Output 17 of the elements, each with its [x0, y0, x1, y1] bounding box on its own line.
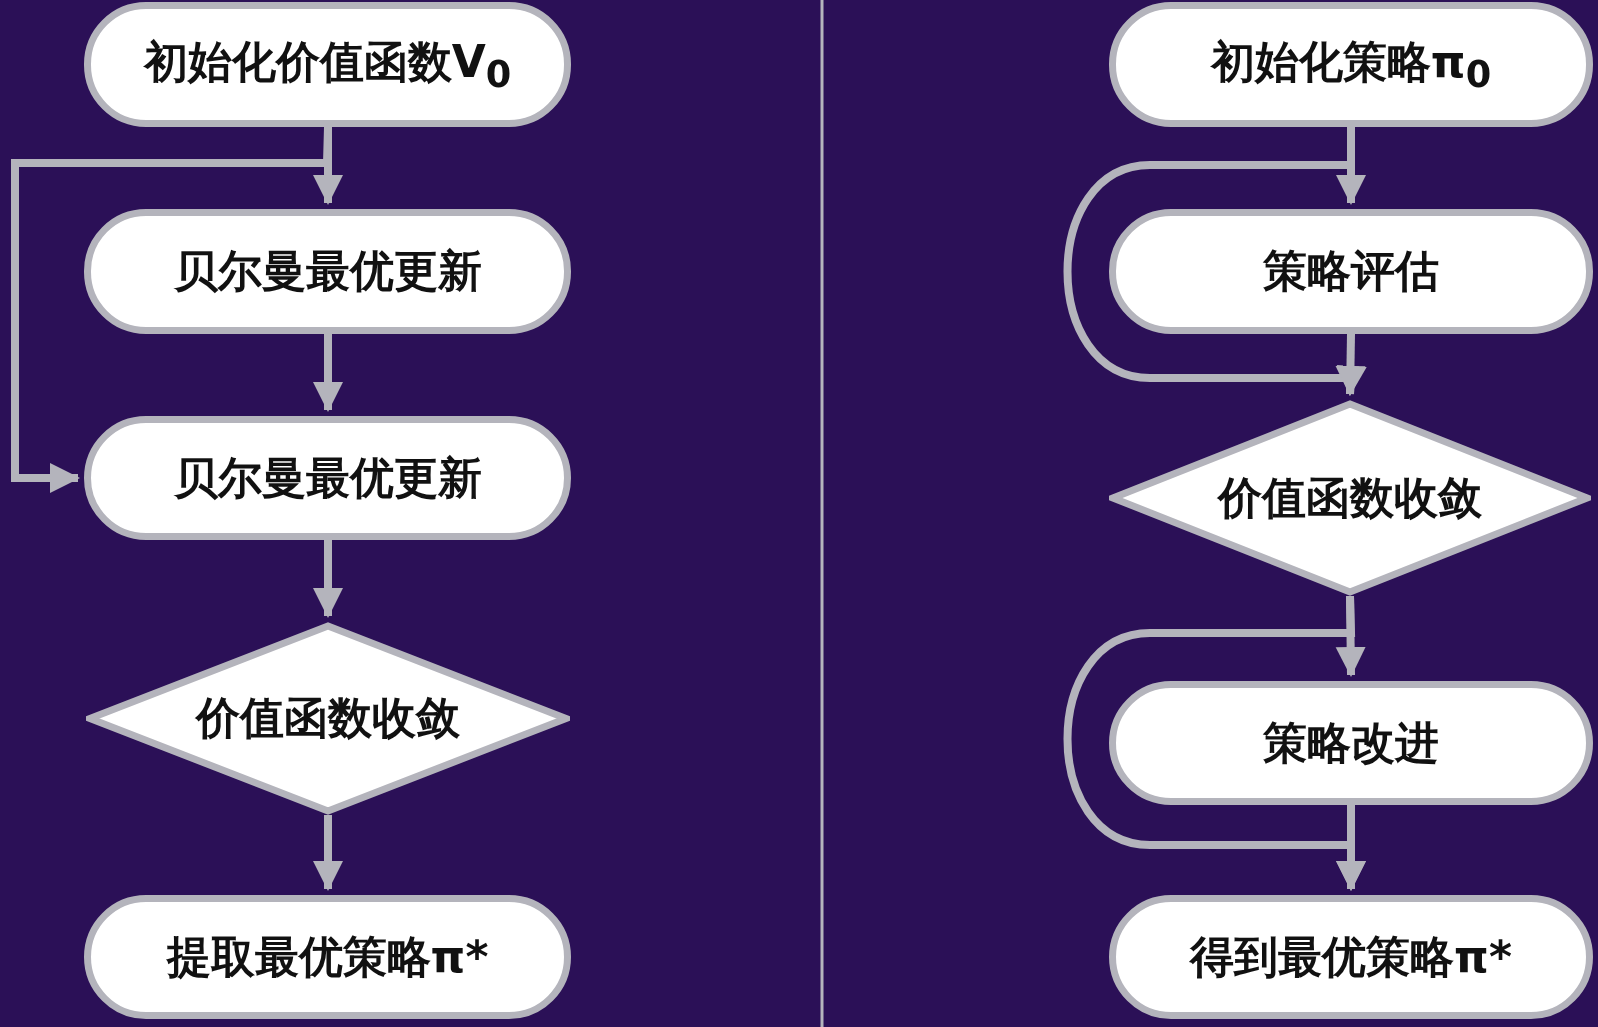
box-label: 贝尔曼最优更新 — [173, 244, 482, 298]
box-label: 得到最优策略π* — [1190, 929, 1512, 984]
box-label: 价值函数收敛 — [1218, 470, 1482, 525]
arrow — [313, 540, 343, 618]
arrow — [313, 334, 343, 412]
box-label: 初始化价值函数V$_{0}$ — [143, 35, 512, 96]
arrow — [1063, 127, 1367, 396]
box-label: 策略评估 — [1263, 244, 1439, 298]
box-label: 初始化策略π$_{0}$ — [1210, 35, 1492, 96]
decision-diamond — [86, 622, 570, 815]
box-label: 价值函数收敛 — [196, 691, 460, 745]
box-label: 提取最优策略π* — [166, 929, 489, 984]
box-label: 策略改进 — [1263, 715, 1439, 770]
arrow — [11, 126, 332, 493]
decision-diamond — [1109, 400, 1591, 596]
box-label: 贝尔曼最优更新 — [173, 450, 482, 505]
arrow — [1063, 595, 1366, 891]
